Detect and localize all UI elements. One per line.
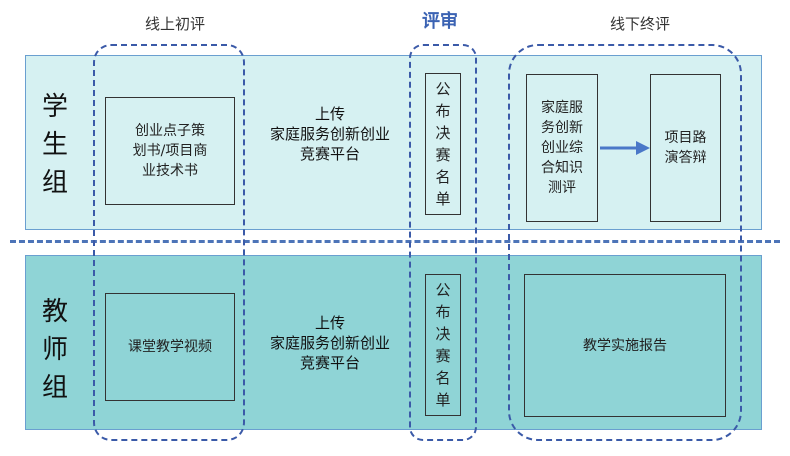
teacher-upload-platform-text: 上传 家庭服务创新创业 竞赛平台 — [269, 314, 390, 372]
header-review: 评审 — [422, 11, 458, 32]
teacher-teaching-report-box: 教学实施报告 — [524, 274, 726, 417]
student-group-label: 学 生 组 — [41, 92, 68, 198]
review-column-ring — [409, 44, 477, 441]
group-divider — [10, 240, 780, 243]
teacher-group-label: 教 师 组 — [41, 297, 68, 403]
teacher-class-video-box: 课堂教学视频 — [105, 293, 235, 401]
offline-final-column-ring — [508, 44, 742, 441]
online-review-column-ring — [93, 44, 245, 441]
student-project-defense-box: 项目路 演答辩 — [650, 74, 721, 222]
header-offline-final: 线下终评 — [609, 15, 670, 33]
student-business-plan-box: 创业点子策 划书/项目商 业技术书 — [105, 97, 235, 205]
exam-to-defense-arrow — [600, 141, 650, 155]
student-knowledge-exam-box: 家庭服 务创新 创业综 合知识 测评 — [526, 74, 598, 222]
student-upload-platform-text: 上传 家庭服务创新创业 竞赛平台 — [269, 105, 390, 163]
teacher-announce-finalists-box: 公 布 决 赛 名 单 — [425, 274, 461, 416]
student-announce-finalists-box: 公 布 决 赛 名 单 — [425, 73, 461, 215]
header-online-review: 线上初评 — [144, 15, 205, 33]
